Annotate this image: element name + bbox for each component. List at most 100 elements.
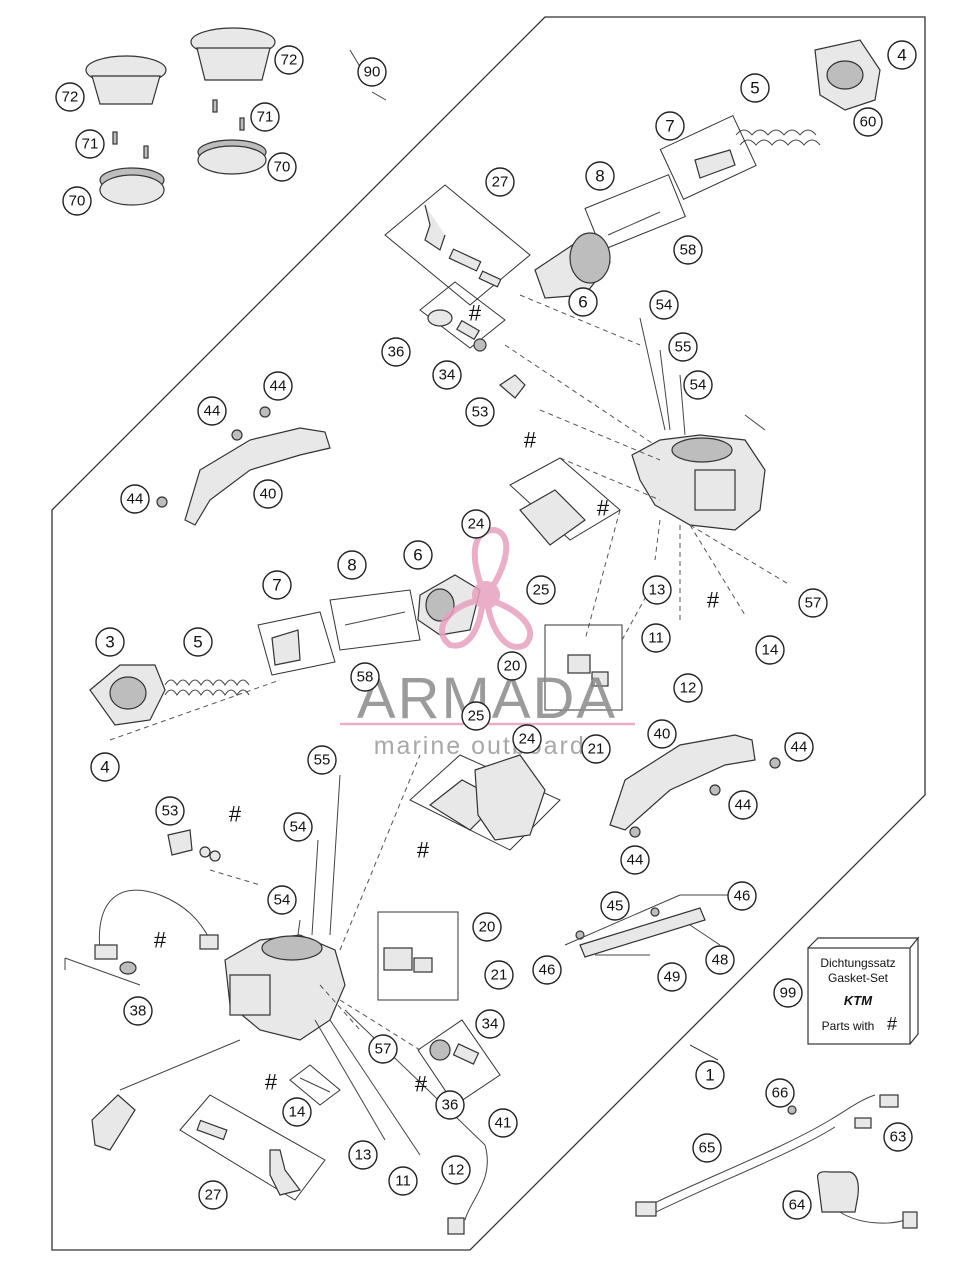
callout-number: 70 (274, 159, 291, 176)
callout-8: 8 (585, 161, 615, 191)
callout-72: 72 (55, 82, 85, 112)
callout-number: 27 (205, 1187, 222, 1204)
accelerator-pump-lower (339, 999, 501, 1106)
callout-number: 24 (468, 516, 485, 533)
callout-11: 11 (641, 623, 671, 653)
callout-54: 54 (283, 812, 313, 842)
fuel-line-kit-lower (91, 1039, 326, 1201)
callout-number: 55 (314, 752, 331, 769)
callout-57: 57 (798, 588, 828, 618)
callout-number: 53 (162, 803, 179, 820)
callout-21: 21 (484, 960, 514, 990)
callout-number: 20 (504, 658, 521, 675)
callout-number: 12 (680, 680, 697, 697)
callout-34: 34 (475, 1009, 505, 1039)
propeller-logo-icon (439, 526, 533, 650)
callout-40: 40 (647, 719, 677, 749)
callout-34: 34 (432, 360, 462, 390)
gasket-hash-mark: # (154, 928, 167, 953)
callout-90: 90 (357, 57, 387, 87)
callout-number: 70 (69, 193, 86, 210)
callout-44: 44 (620, 845, 650, 875)
callout-44: 44 (197, 396, 227, 426)
callout-number: 44 (627, 852, 644, 869)
callout-13: 13 (642, 575, 672, 605)
callout-number: 99 (780, 985, 797, 1002)
top-cover-assembly (534, 39, 881, 299)
callout-64: 64 (782, 1190, 812, 1220)
assembly-dashed-lines (319, 409, 791, 1031)
gasket-hash-mark: # (265, 1070, 278, 1095)
accelerator-pump-upper (419, 281, 656, 446)
gasket-set-line3: Parts with (822, 1019, 875, 1033)
callout-number: 72 (62, 89, 79, 106)
callout-4: 4 (887, 40, 917, 70)
callout-45: 45 (600, 891, 630, 921)
gasket-hash-mark: # (469, 301, 482, 326)
callout-number: 54 (690, 377, 707, 394)
callout-36: 36 (381, 337, 411, 367)
callout-labels: 4 5 60 7 8 27 58 6 54 55 54 36 34 53 72 … (55, 40, 917, 1220)
callout-number: 14 (289, 1104, 306, 1121)
callout-number: 53 (472, 404, 489, 421)
callout-14: 14 (755, 635, 785, 665)
callout-number: 7 (272, 576, 281, 595)
hash-marks: # # # # # # # # # (154, 301, 720, 1097)
callout-number: 1 (705, 1066, 714, 1085)
callout-number: 11 (648, 630, 664, 647)
callout-number: 21 (588, 741, 605, 758)
callout-number: 72 (281, 52, 298, 69)
callout-number: 44 (270, 378, 287, 395)
mounting-bracket-upper (156, 406, 331, 526)
callout-63: 63 (883, 1122, 913, 1152)
callout-number: 25 (533, 582, 550, 599)
callout-65: 65 (692, 1133, 722, 1163)
callout-number: 27 (492, 174, 509, 191)
callout-53: 53 (465, 397, 495, 427)
callout-number: 58 (357, 669, 374, 686)
callout-number: 7 (665, 117, 674, 136)
callout-number: 21 (491, 967, 508, 984)
callout-44: 44 (120, 484, 150, 514)
callout-38: 38 (123, 996, 153, 1026)
callout-number: 20 (479, 919, 496, 936)
callout-number: 48 (712, 952, 729, 969)
callout-number: 11 (395, 1173, 411, 1190)
gasket-hash-mark: # (229, 802, 242, 827)
callout-21: 21 (581, 734, 611, 764)
callout-number: 44 (127, 491, 144, 508)
slide-assembly-left (89, 574, 481, 741)
callout-57: 57 (368, 1034, 398, 1064)
callout-number: 41 (495, 1115, 512, 1132)
callout-44: 44 (784, 732, 814, 762)
callout-66: 66 (765, 1078, 795, 1108)
callout-25: 25 (526, 575, 556, 605)
callout-36: 36 (435, 1090, 465, 1120)
fuel-line-kit-upper (384, 184, 641, 346)
callout-99: 99 (773, 978, 803, 1008)
callout-number: 12 (448, 1162, 465, 1179)
callout-number: 55 (675, 339, 692, 356)
gasket-hash-mark: # (524, 428, 537, 453)
gasket-set-symbol: # (887, 1014, 897, 1034)
callout-20: 20 (497, 651, 527, 681)
callout-number: 6 (413, 546, 422, 565)
callout-number: 49 (664, 969, 681, 986)
callout-71: 71 (75, 129, 105, 159)
callout-46: 46 (532, 955, 562, 985)
callout-40: 40 (253, 479, 283, 509)
callout-number: 57 (375, 1041, 392, 1058)
callout-49: 49 (657, 962, 687, 992)
callout-53: 53 (155, 796, 185, 826)
callout-number: 90 (364, 64, 381, 81)
callout-11: 11 (388, 1166, 418, 1196)
callout-number: 58 (680, 242, 697, 259)
callout-number: 40 (260, 486, 277, 503)
callout-8: 8 (337, 550, 367, 580)
callout-24: 24 (461, 509, 491, 539)
callout-25: 25 (461, 701, 491, 731)
callout-70: 70 (267, 152, 297, 182)
callout-number: 25 (468, 708, 485, 725)
callout-number: 46 (539, 962, 556, 979)
callout-41: 41 (488, 1108, 518, 1138)
